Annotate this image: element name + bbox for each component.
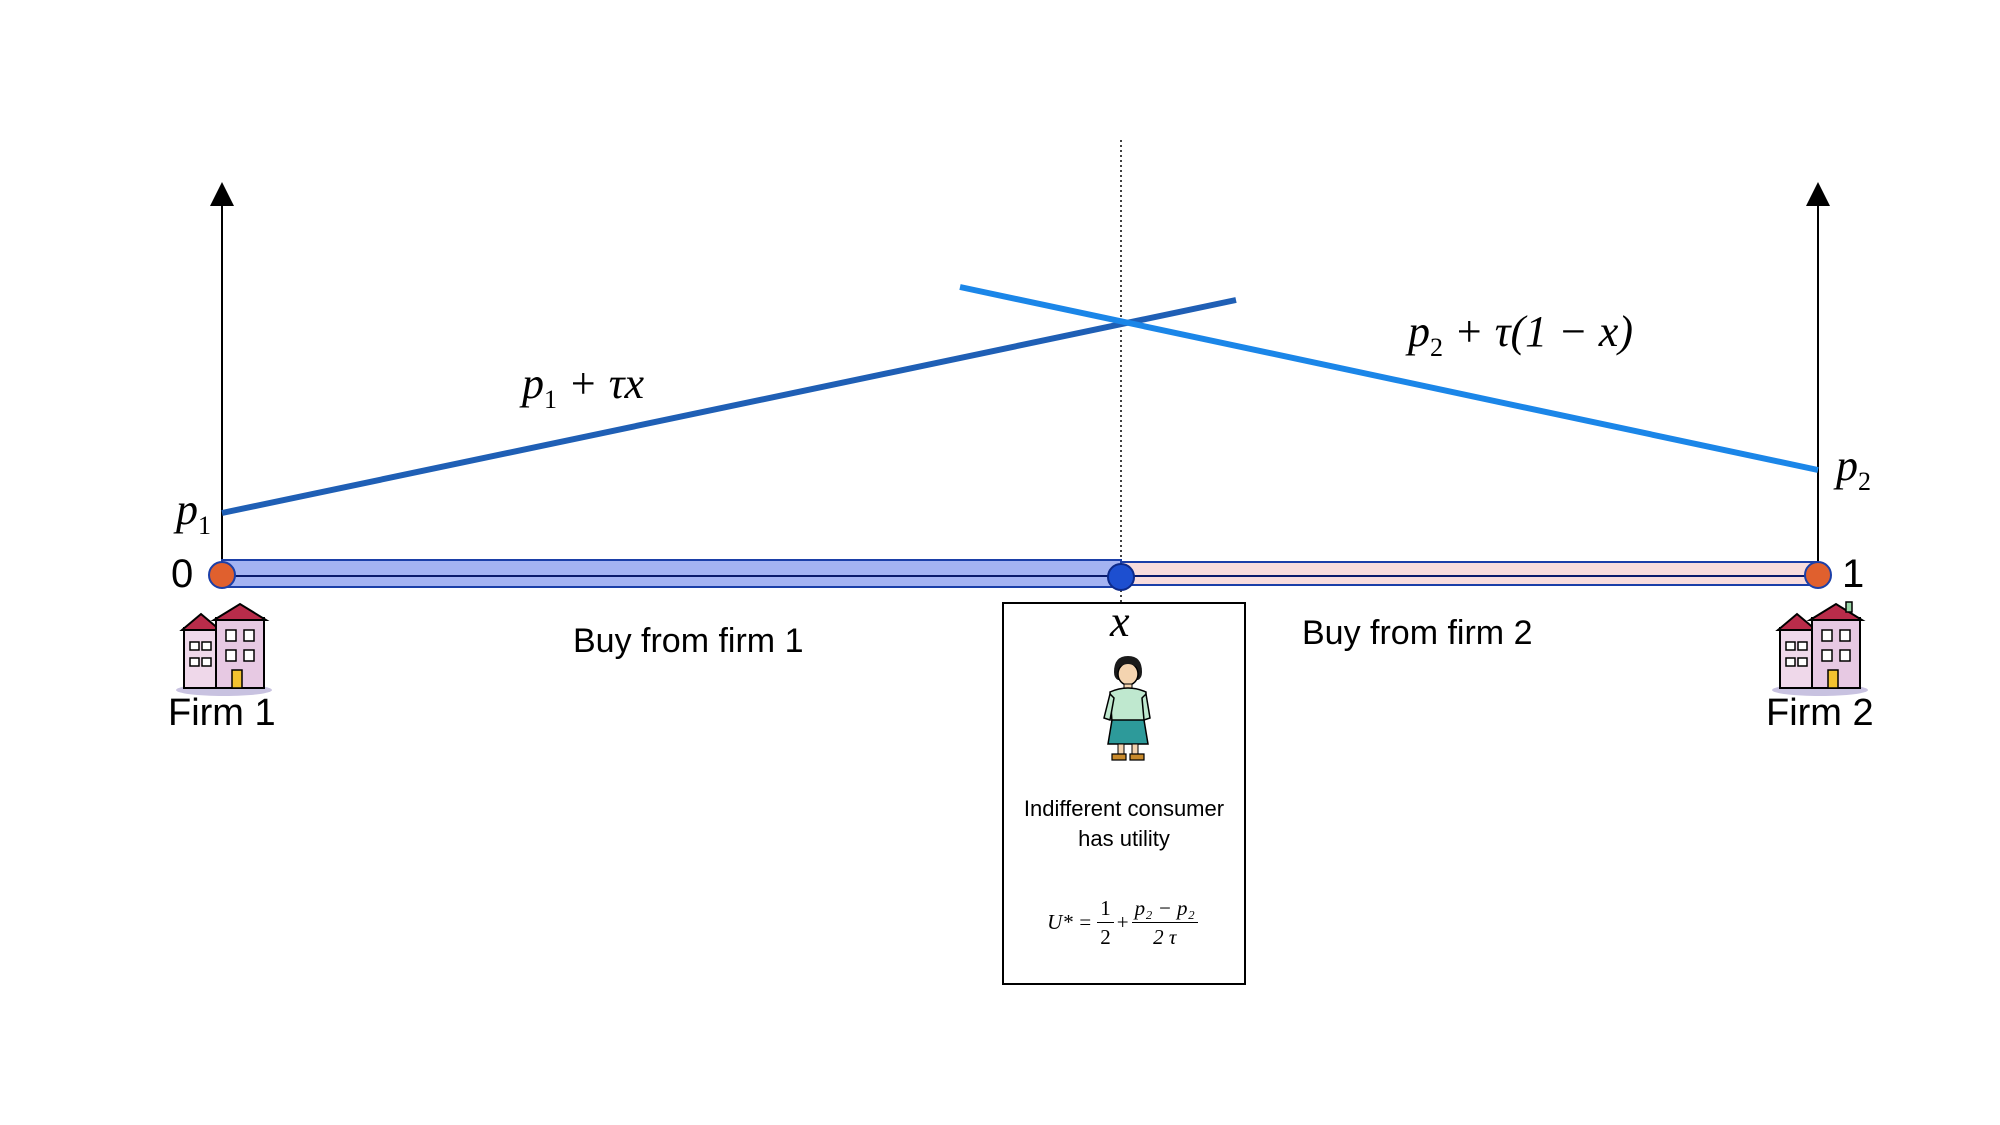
- firm1-endpoint: [208, 561, 236, 589]
- consumer-figure-icon: [1103, 656, 1151, 761]
- line-firm1-label: p1 + τx: [522, 359, 644, 414]
- buy-firm2-label: Buy from firm 2: [1302, 614, 1533, 652]
- formula-plus: +: [1116, 910, 1129, 934]
- indifferent-consumer-text: Indifferent consumer has utility: [1023, 796, 1225, 851]
- formula-half: 1 2: [1097, 896, 1114, 949]
- p1-axis-label: p1: [176, 485, 211, 540]
- formula-fraction: p₂ − p₂ 2 τ: [1131, 896, 1198, 949]
- end-label: 1: [1842, 552, 1865, 596]
- indifferent-consumer-box: x Indifferent consumer has utility U* = …: [1002, 597, 1246, 985]
- firm2-label: Firm 2: [1766, 692, 1874, 734]
- formula-lhs: U* =: [1047, 910, 1093, 934]
- p2-axis-label: p2: [1836, 441, 1871, 496]
- utility-formula: U* = 1 2 + p₂ − p₂ 2 τ: [1004, 896, 1244, 949]
- line-firm2-cost: [959, 284, 1819, 473]
- origin-label: 0: [171, 552, 194, 596]
- firm1-building-icon: [176, 602, 272, 696]
- segment-firm1: [221, 559, 1122, 588]
- line-firm2-label: p2 + τ(1 − x): [1408, 307, 1633, 362]
- segment-firm2: [1120, 561, 1819, 586]
- firm2-endpoint: [1804, 561, 1832, 589]
- firm1-label: Firm 1: [168, 692, 276, 734]
- x-location-label: x: [1110, 597, 1130, 646]
- line-firm1-cost: [221, 297, 1237, 516]
- buy-firm1-label: Buy from firm 1: [573, 622, 804, 660]
- indifferent-point: [1107, 563, 1135, 591]
- firm2-building-icon: [1772, 601, 1868, 696]
